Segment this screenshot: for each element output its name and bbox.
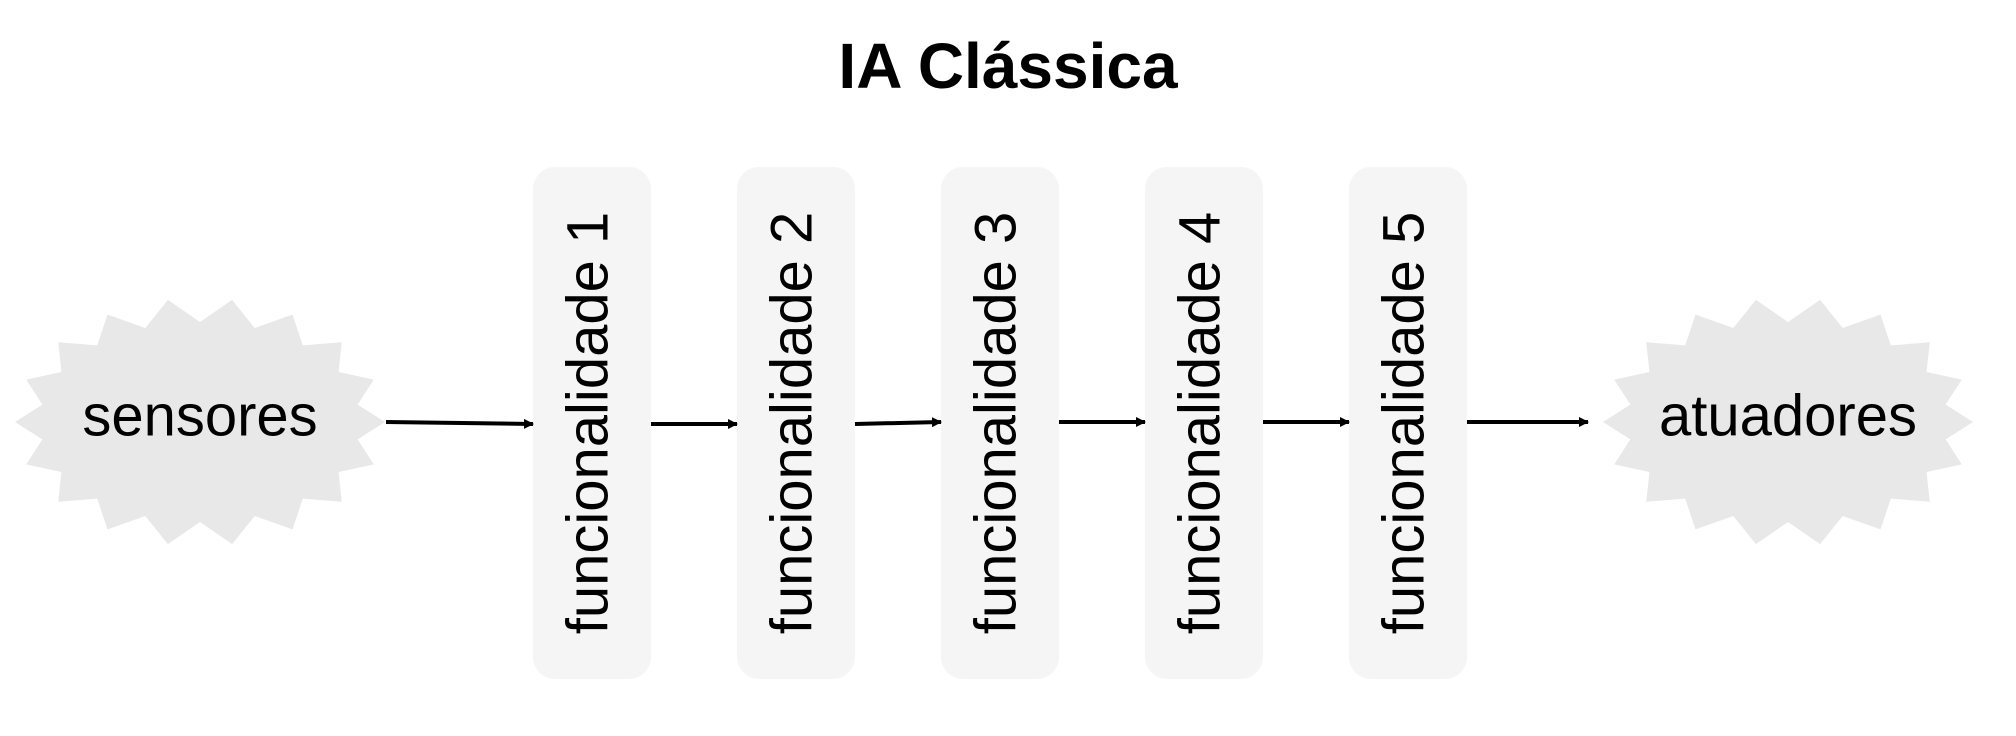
stage-4-box <box>1145 167 1263 679</box>
arrow-stage-2-to-stage-3 <box>854 417 942 428</box>
stage-3: funcionalidade 3 <box>941 167 1059 679</box>
diagram-title: IA Clássica <box>838 30 1178 102</box>
stage-1: funcionalidade 1 <box>533 167 651 679</box>
stage-2-label: funcionalidade 2 <box>759 212 824 634</box>
stage-2-box <box>737 167 855 679</box>
arrow-sensors-to-stage-1 <box>385 418 534 429</box>
stage-3-box <box>941 167 1059 679</box>
actuators-burst-shape <box>1603 299 1973 545</box>
actuators-label: atuadores <box>1659 383 1917 448</box>
stage-1-box <box>533 167 651 679</box>
sensors-label: sensores <box>82 383 317 448</box>
stage-3-label: funcionalidade 3 <box>963 212 1028 634</box>
stage-5: funcionalidade 5 <box>1349 167 1467 679</box>
stage-5-box <box>1349 167 1467 679</box>
stage-5-label: funcionalidade 5 <box>1371 212 1436 634</box>
sensors-burst-shape <box>15 299 385 545</box>
stage-2: funcionalidade 2 <box>737 167 855 679</box>
stage-4: funcionalidade 4 <box>1145 167 1263 679</box>
stage-4-label: funcionalidade 4 <box>1167 212 1232 634</box>
stage-1-label: funcionalidade 1 <box>555 212 620 634</box>
